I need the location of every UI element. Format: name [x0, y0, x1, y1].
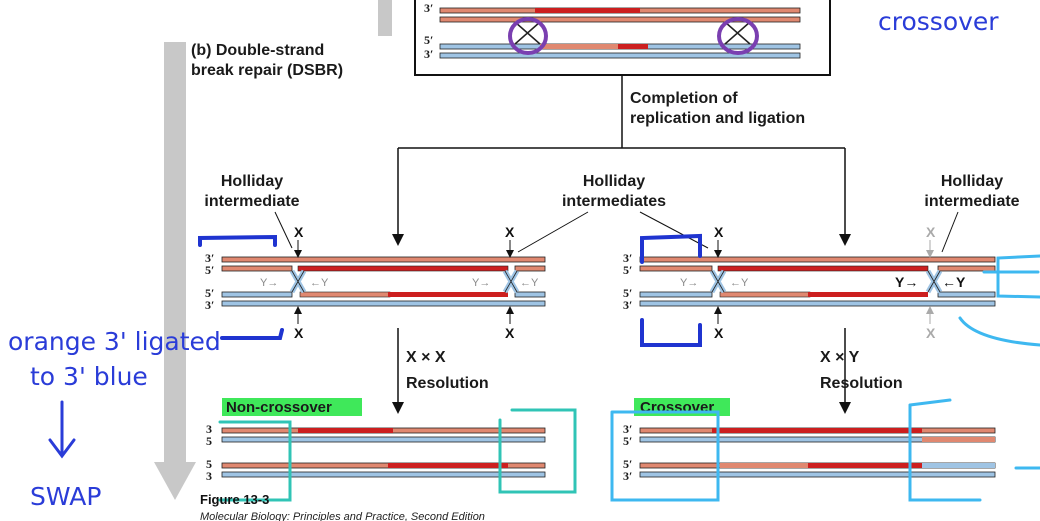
nc-end-5b: 5 [206, 457, 212, 471]
holliday-left-line1: Holliday [221, 173, 283, 190]
resolution-xx-word: Resolution [406, 375, 489, 392]
hr-y-d: ←Y [942, 274, 966, 290]
hr-y-b: ←Y [730, 277, 749, 289]
resolution-xx-label: X × X [406, 349, 446, 366]
holliday-pointers [274, 211, 959, 253]
hr-x-top-left: X [714, 224, 724, 240]
cyan-annotations [610, 254, 1040, 502]
hl-y-b: ←Y [310, 277, 329, 289]
nc-end-5: 5 [206, 434, 212, 448]
holliday-center-line1: Holliday [583, 173, 645, 190]
hr-end-5: 5′ [623, 263, 632, 277]
hl-y-a: Y→ [260, 277, 278, 289]
holliday-right-line1: Holliday [941, 173, 1003, 190]
resolution-xy-word: Resolution [820, 375, 903, 392]
hr-y-a: Y→ [680, 277, 698, 289]
crossover-circle-right [717, 17, 759, 55]
hr-end-5b: 5′ [623, 286, 632, 300]
hr-x-bot-left: X [714, 325, 724, 341]
non-crossover-label: Non-crossover [226, 399, 332, 416]
nc-end-3b: 3 [206, 469, 212, 483]
nc-end-3: 3 [206, 422, 212, 436]
hl-cut-arrows [294, 240, 514, 324]
hl-end-5: 5′ [205, 263, 214, 277]
resolution-xy-label: X × Y [820, 349, 860, 366]
figure-label: Figure 13-3 [200, 492, 269, 507]
branch-arrows [392, 147, 851, 246]
crossover-handwriting: crossover [878, 7, 999, 36]
orange-note-line1: orange 3' ligated [8, 327, 221, 356]
holliday-center-line2: intermediates [562, 193, 666, 210]
resolution-arrows [392, 328, 851, 414]
holliday-right-duplex [639, 256, 996, 307]
hl-x-top-left: X [294, 224, 304, 240]
holliday-right-line2: intermediate [924, 193, 1019, 210]
hl-x-bot-right: X [505, 325, 515, 341]
holliday-left-duplex [221, 256, 546, 307]
hl-end-3b: 3′ [205, 298, 214, 312]
cx-end-5b: 5′ [623, 457, 632, 471]
blue-brackets [198, 233, 702, 347]
top-end-5: 5′ [424, 33, 433, 47]
top-end-3b: 3′ [424, 47, 433, 61]
hl-end-5b: 5′ [205, 286, 214, 300]
hr-end-3: 3′ [623, 251, 632, 265]
hr-x-bot-right: X [926, 325, 936, 341]
crossover-circle-left [508, 17, 548, 55]
down-arrow-icon [48, 400, 76, 459]
hr-x-top-right: X [926, 224, 936, 240]
hl-y-d: ←Y [520, 277, 539, 289]
cx-end-5: 5′ [623, 434, 632, 448]
completion-line2: replication and ligation [630, 110, 805, 127]
orange-note-line2: to 3' blue [30, 362, 148, 391]
completion-line1: Completion of [630, 90, 738, 107]
hl-x-top-right: X [505, 224, 515, 240]
non-crossover-products [221, 427, 546, 478]
panel-title-line1: (b) Double-strand [191, 42, 324, 59]
hl-x-bot-left: X [294, 325, 304, 341]
hr-y-c: Y→ [895, 274, 918, 290]
top-box [414, 0, 831, 76]
swap-note: SWAP [30, 482, 101, 511]
figure-caption: Molecular Biology: Principles and Practi… [200, 511, 485, 521]
top-end-3: 3′ [424, 1, 433, 15]
panel-title-line2: break repair (DSBR) [191, 62, 343, 79]
cx-end-3b: 3′ [623, 469, 632, 483]
main-process-arrow [154, 0, 392, 500]
hl-end-3: 3′ [205, 251, 214, 265]
crossover-products [639, 427, 996, 478]
hl-y-c: Y→ [472, 277, 490, 289]
cx-end-3: 3′ [623, 422, 632, 436]
teal-boxes [218, 408, 577, 502]
non-crossover-highlight [222, 398, 362, 416]
hr-end-3b: 3′ [623, 298, 632, 312]
holliday-left-line2: intermediate [204, 193, 299, 210]
